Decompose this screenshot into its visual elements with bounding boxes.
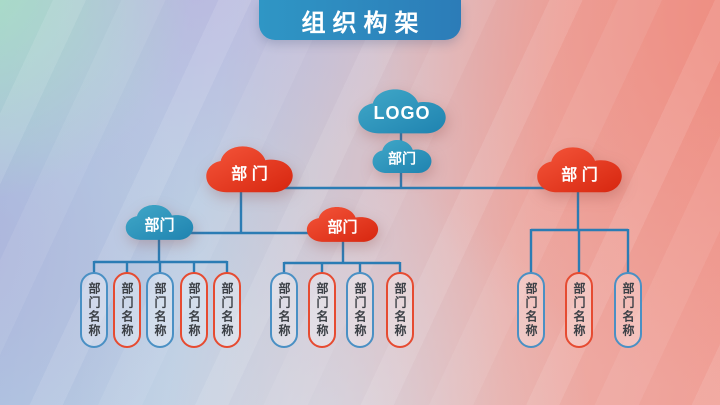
dept-name-label: 部门名称 bbox=[153, 282, 167, 338]
dept-name-label: 部门名称 bbox=[120, 282, 134, 338]
dept-name-label: 部门名称 bbox=[393, 282, 407, 338]
root-dept-label: 部门 bbox=[388, 150, 416, 167]
slide-title-banner: 组织构架 bbox=[259, 0, 461, 40]
dept-name-label: 部门名称 bbox=[572, 282, 586, 338]
dept-name-pill: 部门名称 bbox=[346, 272, 374, 348]
dept-name-pill: 部门名称 bbox=[113, 272, 141, 348]
dept-name-pill: 部门名称 bbox=[565, 272, 593, 348]
sub-mid-label: 部门 bbox=[327, 219, 358, 237]
branch-right-label: 部 门 bbox=[561, 166, 598, 184]
dept-name-label: 部门名称 bbox=[621, 282, 635, 338]
dept-name-pill: 部门名称 bbox=[517, 272, 545, 348]
root-dept-cloud-node: 部门 bbox=[371, 139, 433, 175]
branch-left-cloud-node: 部 门 bbox=[204, 145, 295, 195]
dept-name-label: 部门名称 bbox=[87, 282, 101, 338]
dept-name-pill: 部门名称 bbox=[614, 272, 642, 348]
dept-name-pill: 部门名称 bbox=[146, 272, 174, 348]
dept-name-label: 部门名称 bbox=[220, 282, 234, 338]
dept-name-label: 部门名称 bbox=[187, 282, 201, 338]
dept-name-pill: 部门名称 bbox=[80, 272, 108, 348]
sub-mid-cloud-node: 部门 bbox=[305, 206, 380, 244]
sub-left-label: 部门 bbox=[144, 217, 175, 235]
dept-name-label: 部门名称 bbox=[277, 282, 291, 338]
logo-label: LOGO bbox=[373, 103, 431, 124]
dept-name-label: 部门名称 bbox=[315, 282, 329, 338]
dept-name-pill: 部门名称 bbox=[270, 272, 298, 348]
logo-cloud-node: LOGO bbox=[356, 88, 448, 136]
sub-left-cloud-node: 部门 bbox=[124, 204, 195, 242]
dept-name-pill: 部门名称 bbox=[386, 272, 414, 348]
slide-title: 组织构架 bbox=[301, 9, 426, 37]
dept-name-pill: 部门名称 bbox=[213, 272, 241, 348]
dept-name-label: 部门名称 bbox=[353, 282, 367, 338]
dept-name-pill: 部门名称 bbox=[308, 272, 336, 348]
branch-right-cloud-node: 部 门 bbox=[535, 146, 624, 195]
dept-name-pill: 部门名称 bbox=[180, 272, 208, 348]
branch-left-label: 部 门 bbox=[231, 165, 268, 183]
dept-name-label: 部门名称 bbox=[524, 282, 538, 338]
